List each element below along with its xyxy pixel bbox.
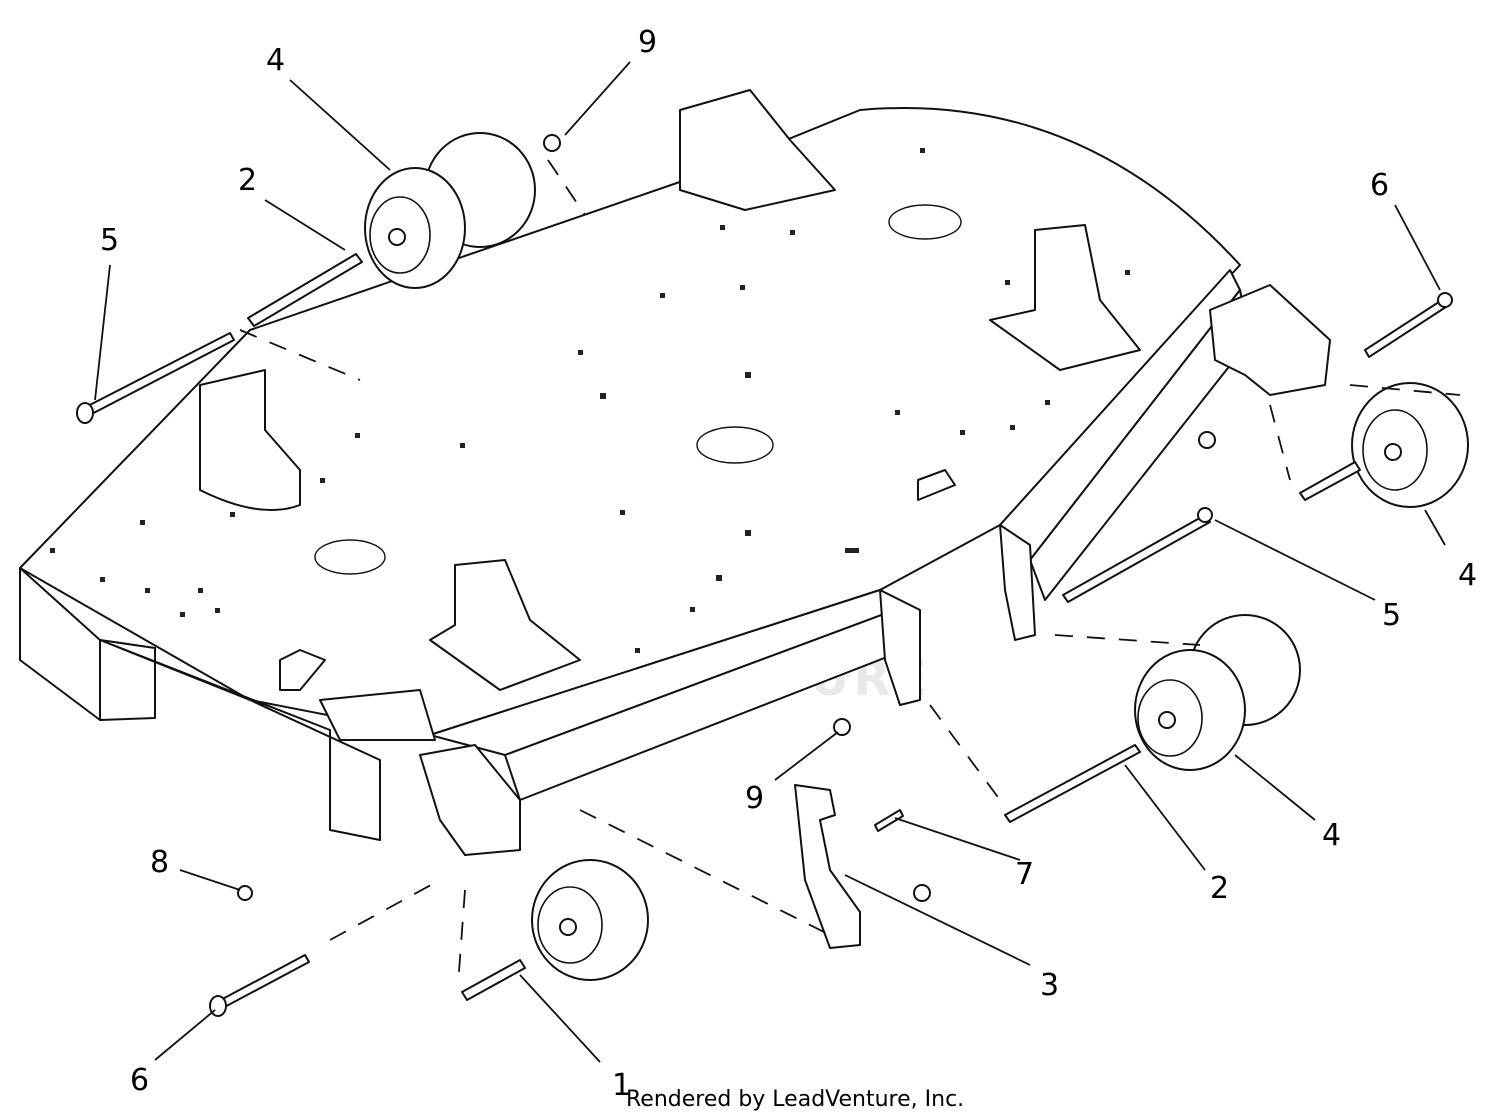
- callout-4-front-right: 4: [1322, 818, 1341, 853]
- leader-lines: [94, 61, 1446, 1063]
- axles-and-pins: [76, 253, 1453, 1017]
- nut-9-mid: [833, 718, 851, 736]
- callout-7: 7: [1015, 857, 1034, 892]
- deck-bracket-front-left: [199, 369, 301, 511]
- spindle-opening-right: [888, 204, 962, 240]
- render-credit: Rendered by LeadVenture, Inc.: [626, 1087, 964, 1112]
- callout-6-rear-right: 6: [1370, 168, 1389, 203]
- deck-top-plate: [19, 106, 1241, 736]
- axle-front-left: [461, 959, 526, 1001]
- callout-2-rear-left: 2: [238, 163, 257, 198]
- spindle-opening-center: [696, 426, 774, 464]
- side-rail: [319, 269, 1331, 856]
- callout-4-rear-left: 4: [266, 43, 285, 78]
- pin-head-rear-left: [76, 402, 94, 424]
- nut-front: [913, 884, 931, 902]
- wheel-rear-left: [364, 132, 536, 289]
- pin-rear-right: [1364, 297, 1450, 358]
- wheel-bracket-rear-right: [1209, 284, 1331, 396]
- callout-5-rear-left: 5: [100, 223, 119, 258]
- deck-bracket-rear-right: [989, 224, 1141, 371]
- pin-front-left: [214, 954, 310, 1011]
- nut-rear-right: [1198, 431, 1216, 449]
- deck-side-skirt: [99, 639, 381, 841]
- wheel-rear-right: [1351, 382, 1469, 508]
- pin-mid-right: [1062, 514, 1211, 603]
- callout-5-mid-right: 5: [1382, 598, 1401, 633]
- callout-8: 8: [150, 845, 169, 880]
- deck-bracket-front-center: [429, 559, 581, 691]
- callout-6-front-left: 6: [130, 1063, 149, 1098]
- deck-tab: [279, 649, 326, 691]
- callout-4-rear-right: 4: [1458, 558, 1477, 593]
- axle-rear-right: [1299, 461, 1361, 501]
- channel-end-bracket-front: [879, 589, 921, 706]
- spindle-opening-left: [314, 539, 386, 575]
- deck-bracket-rear-left: [679, 89, 836, 211]
- callout-9-top: 9: [638, 25, 657, 60]
- nut-9-top: [543, 134, 561, 152]
- callout-9-mid: 9: [745, 781, 764, 816]
- nuts: [237, 134, 1216, 902]
- alignment-lines: [239, 159, 1461, 986]
- callout-2-front-right: 2: [1210, 871, 1229, 906]
- deck-side-bracket: [319, 689, 436, 741]
- mower-deck: [19, 89, 1241, 841]
- deck-skirt-face: [99, 639, 156, 721]
- pin-head-mid-right: [1197, 507, 1213, 523]
- callout-3: 3: [1040, 968, 1059, 1003]
- wheel-bracket-front-left: [419, 744, 521, 856]
- channel-end-bracket-rear: [999, 524, 1036, 641]
- callout-1: 1: [612, 1068, 631, 1103]
- bracket-3: [794, 784, 861, 949]
- pin-head-rear-right: [1437, 292, 1453, 308]
- axle-front-right: [1004, 744, 1141, 823]
- nut-8: [237, 885, 253, 901]
- wheel-front-right: [1134, 614, 1301, 771]
- bolt-7: [874, 809, 904, 832]
- deck-clip: [917, 469, 956, 501]
- wheel-front-left: [531, 859, 649, 981]
- axle-rear-left: [247, 253, 363, 327]
- callouts: 4 2 5 9 6 4 5 4 2 7 3 9 8 6 1: [100, 25, 1477, 1103]
